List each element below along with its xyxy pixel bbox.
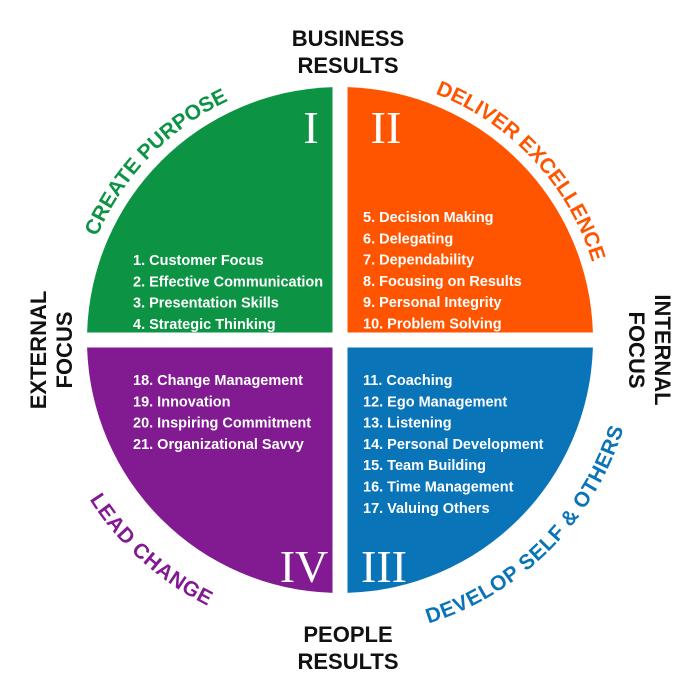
quadrant-numeral: IV: [280, 541, 329, 592]
quadrant-shape: [87, 87, 333, 333]
quadrant-deliver-excellence: II 5. Decision Making 6. Delegating 7. Depe…: [347, 77, 609, 333]
quadrant-shape: [87, 347, 333, 593]
competency-item: 14. Personal Development: [363, 437, 544, 453]
competency-item: 11. Coaching: [363, 373, 452, 389]
competency-item: 10. Problem Solving: [363, 317, 502, 333]
competency-item: 20. Inspiring Commitment: [133, 416, 311, 432]
competency-item: 18. Change Management: [133, 373, 303, 389]
quadrant-shape: [347, 347, 593, 593]
competency-item: 16. Time Management: [363, 480, 514, 496]
competency-item: 21. Organizational Savvy: [133, 437, 304, 453]
competency-item: 13. Listening: [363, 416, 452, 432]
competency-item: 5. Decision Making: [363, 210, 494, 226]
competency-item: 17. Valuing Others: [363, 501, 490, 517]
competency-item: 15. Team Building: [363, 458, 486, 474]
quadrant-numeral: II: [371, 102, 402, 153]
competency-item: 9. Personal Integrity: [363, 295, 502, 311]
quadrant-numeral: I: [303, 102, 318, 153]
quadrant-develop-self-others: III 11. Coaching 12. Ego Management 13. Lis…: [347, 347, 629, 629]
competency-item: 4. Strategic Thinking: [133, 317, 276, 333]
axis-label-external-focus: EXTERNALFOCUS: [26, 291, 77, 410]
competency-item: 8. Focusing on Results: [363, 274, 522, 290]
axis-label-internal-focus: INTERNALFOCUS: [624, 294, 675, 405]
competency-item: 2. Effective Communication: [133, 274, 323, 290]
competency-item: 1. Customer Focus: [133, 253, 264, 269]
quadrant-lead-change: IV 18. Change Management 19. Innovation 20.…: [85, 347, 333, 611]
quadrant-numeral: III: [361, 541, 407, 592]
competency-item: 6. Delegating: [363, 231, 453, 247]
competency-item: 19. Innovation: [133, 394, 231, 410]
quadrant-create-purpose: I 1. Customer Focus 2. Effective Communica…: [81, 85, 333, 333]
quadrant-shape: [347, 87, 593, 333]
competency-item: 3. Presentation Skills: [133, 296, 279, 312]
competency-item: 7. Dependability: [363, 253, 474, 269]
competency-item: 12. Ego Management: [363, 394, 507, 410]
